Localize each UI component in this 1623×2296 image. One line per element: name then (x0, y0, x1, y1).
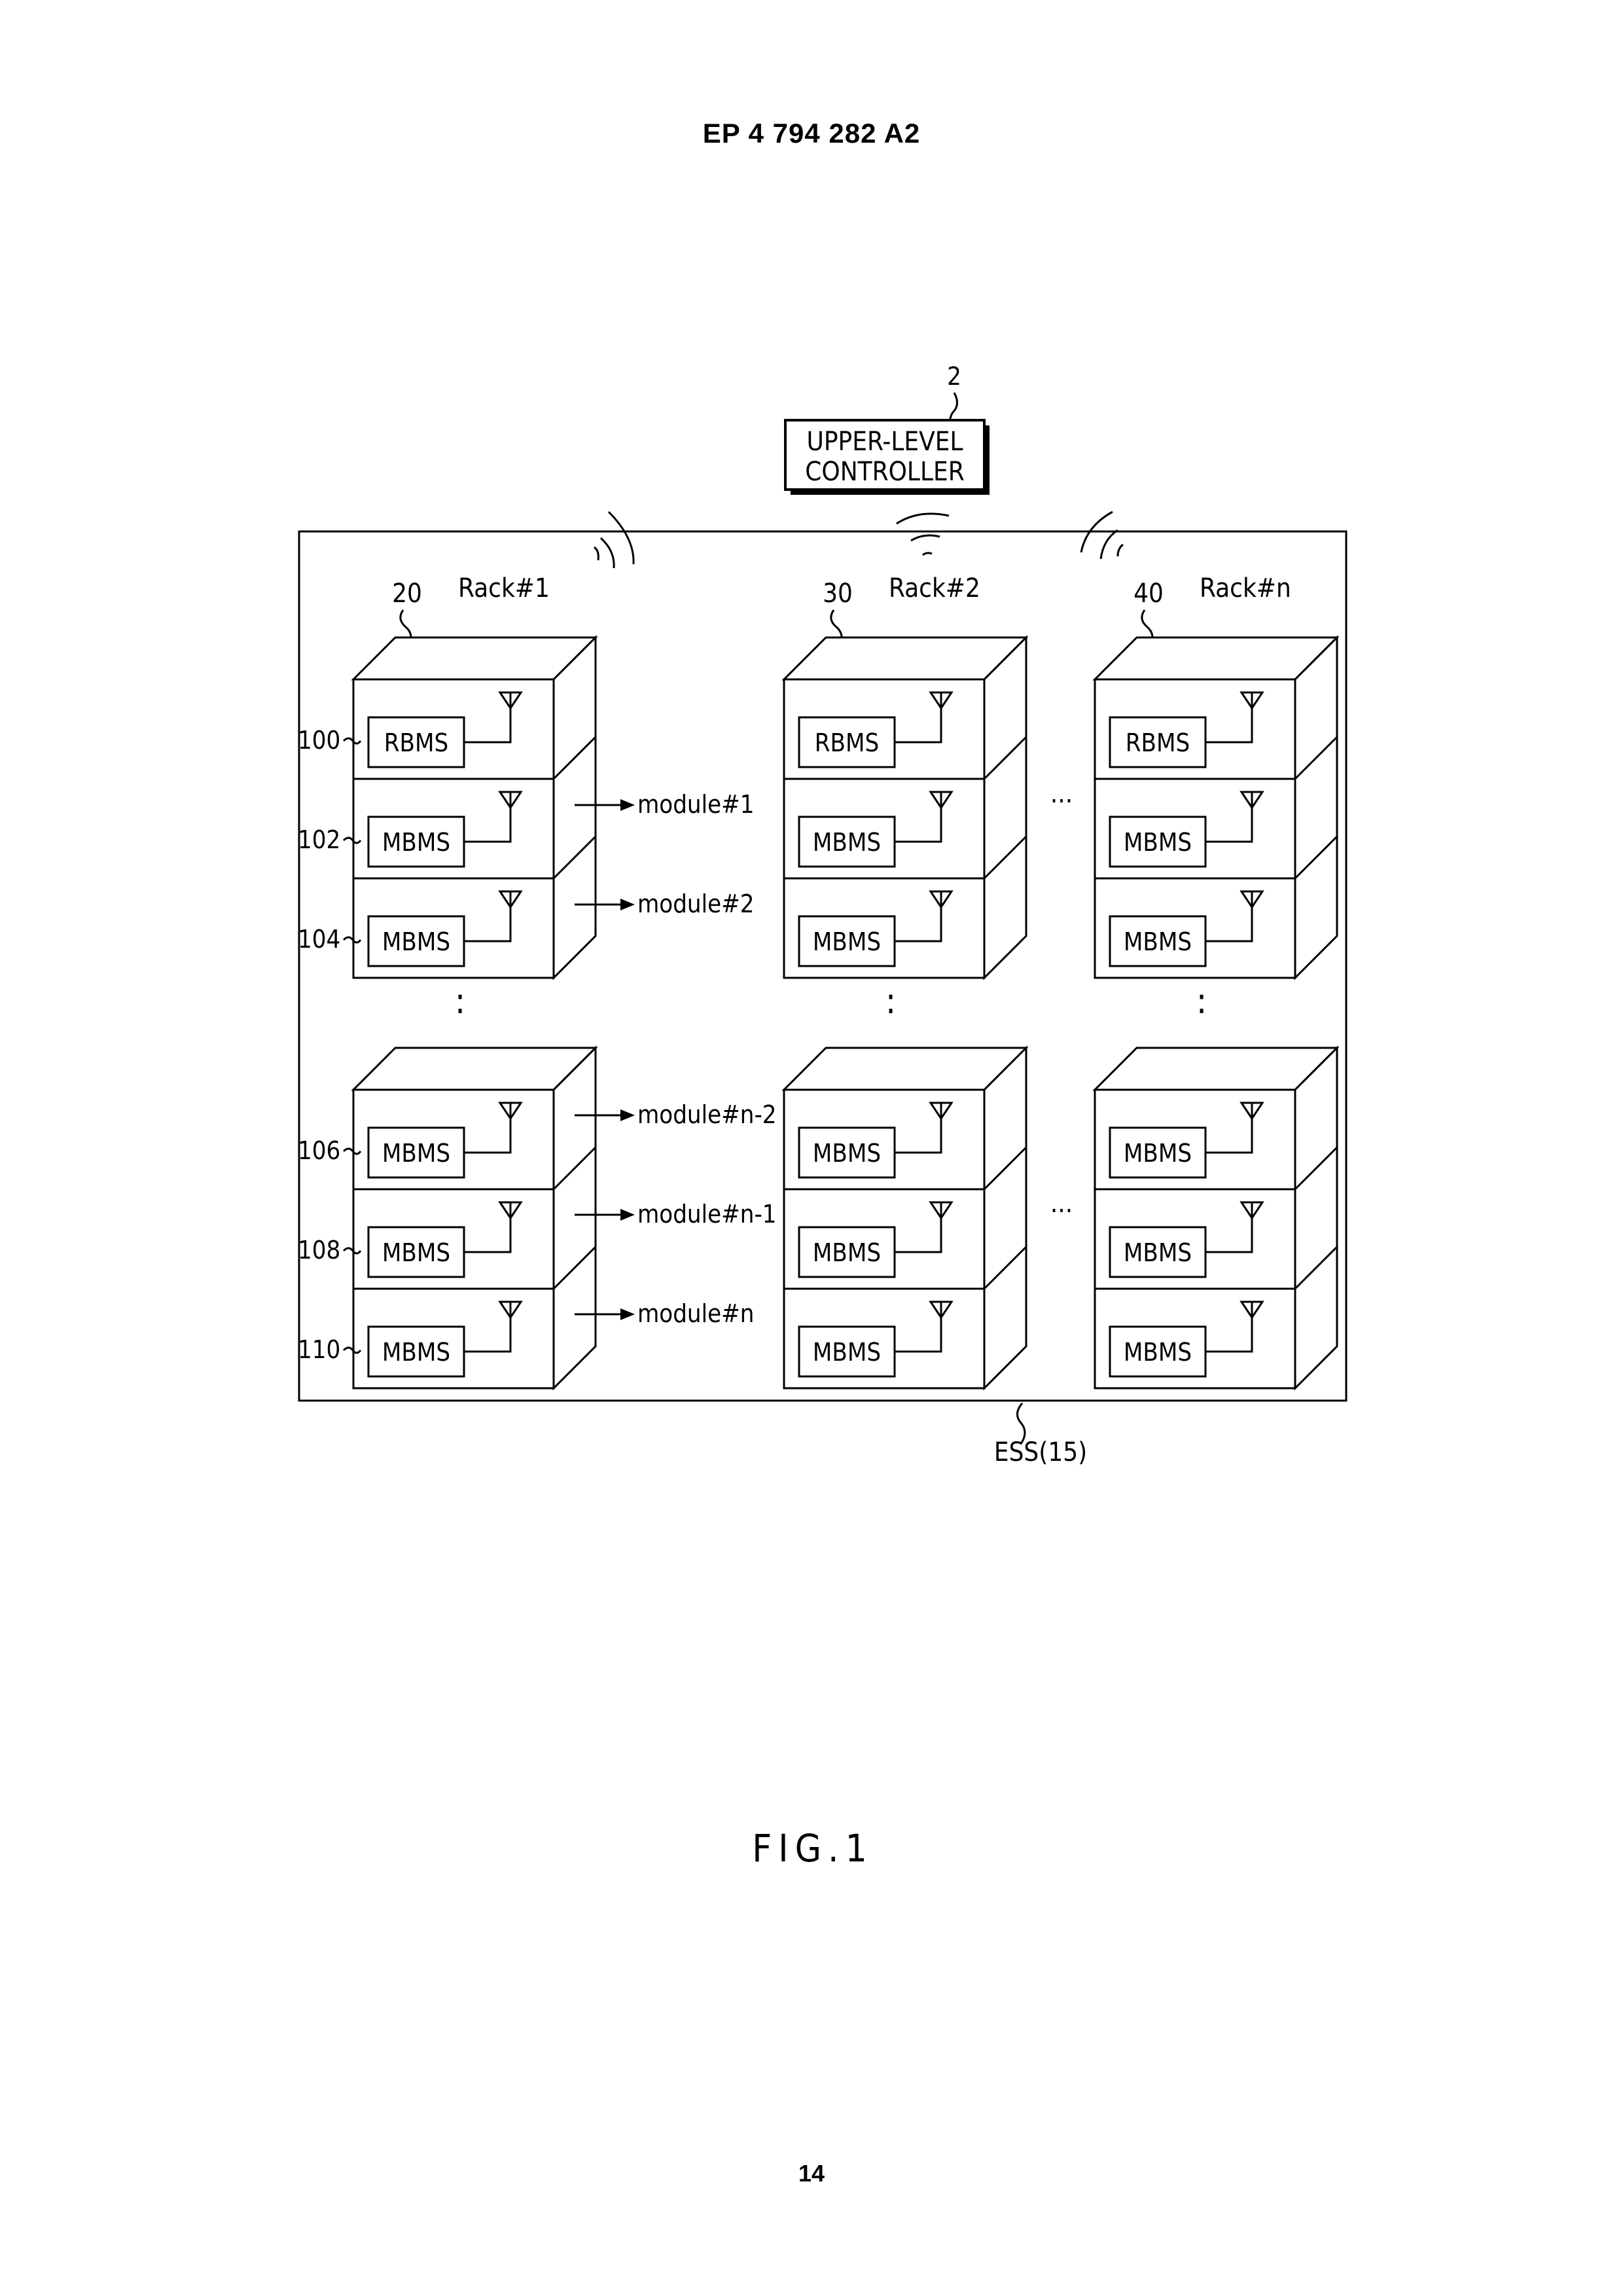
rack-ref: 20 (392, 579, 422, 609)
vertical-ellipsis: : (885, 980, 896, 1022)
module-label: module#n-2 (637, 1100, 777, 1129)
rack-name: Rack#2 (889, 573, 980, 603)
bms-label: MBMS (382, 1238, 450, 1267)
rack-stack-top: RBMS MBMS MBMS (784, 637, 1026, 978)
module-unit: MBMS (1095, 1090, 1295, 1189)
bms-label: RBMS (1126, 728, 1190, 757)
rack-2: 30 Rack#2RBMS MBMS MBMS MBMS MBMS MBMS: (784, 573, 1026, 1388)
module-unit: RBMS (353, 679, 554, 779)
rack-3: 40 Rack#nRBMS MBMS MBMS MBMS MBMS MBMS: (1095, 573, 1337, 1388)
rack-stack-top: RBMS MBMS MBMS (1095, 637, 1337, 978)
module-arrow-head (620, 1308, 635, 1320)
bms-label: MBMS (813, 1139, 881, 1168)
row-ref: 108 (298, 1236, 340, 1265)
bms-label: MBMS (813, 1338, 881, 1367)
module-unit: RBMS (1095, 679, 1295, 779)
module-unit: RBMS (784, 679, 984, 779)
vertical-ellipsis: : (1196, 980, 1207, 1022)
module-arrow-head (620, 799, 635, 811)
module-arrow-head (620, 899, 635, 910)
module-label: module#n (637, 1299, 754, 1328)
bms-label: MBMS (813, 1238, 881, 1267)
controller-ref: 2 (947, 362, 961, 391)
rack-name: Rack#n (1200, 573, 1291, 603)
racks-layer: 20 Rack#1RBMS MBMS MBMS MBMS MBMS MBMS: 30 Rack#… (298, 573, 1337, 1388)
bms-label: MBMS (382, 1139, 450, 1168)
bms-label: MBMS (1124, 1139, 1192, 1168)
rack-stack-bottom: MBMS MBMS MBMS (1095, 1048, 1337, 1388)
module-unit: MBMS (353, 1090, 554, 1189)
stack-side-face (554, 1048, 596, 1388)
controller-label-line2: CONTROLLER (805, 457, 964, 487)
page-number: 14 (0, 2160, 1623, 2187)
module-arrow-head (620, 1209, 635, 1221)
bms-label: MBMS (382, 1338, 450, 1367)
row-ref: 110 (298, 1335, 340, 1364)
module-unit: MBMS (784, 1090, 984, 1189)
bms-label: RBMS (815, 728, 879, 757)
stack-side-face (984, 637, 1026, 978)
rack-name: Rack#1 (458, 573, 550, 603)
upper-level-controller: 2 UPPER-LEVEL CONTROLLER (785, 362, 990, 495)
rack-stack-bottom: MBMS MBMS MBMS (353, 1048, 596, 1388)
stack-side-face (1295, 637, 1337, 978)
figure-caption: FIG.1 (752, 1826, 874, 1871)
stack-side-face (554, 637, 596, 978)
rack-ref: 30 (823, 579, 853, 609)
rack-stack-top: RBMS MBMS MBMS (353, 637, 596, 978)
module-label: module#n-1 (637, 1200, 777, 1229)
bms-label: RBMS (384, 728, 448, 757)
bms-label: MBMS (813, 927, 881, 956)
stack-side-face (984, 1048, 1026, 1388)
bms-label: MBMS (1124, 828, 1192, 857)
row-ref: 102 (298, 825, 340, 854)
bms-label: MBMS (382, 927, 450, 956)
bms-label: MBMS (382, 828, 450, 857)
bms-label: MBMS (813, 828, 881, 857)
stack-side-face (1295, 1048, 1337, 1388)
module-label: module#1 (637, 790, 755, 819)
bms-label: MBMS (1124, 927, 1192, 956)
horizontal-ellipsis: ... (1050, 1189, 1073, 1219)
row-ref: 104 (298, 925, 340, 954)
wireless-signal-icon (594, 512, 1123, 568)
controller-label-line1: UPPER-LEVEL (806, 427, 963, 457)
bms-label: MBMS (1124, 1338, 1192, 1367)
row-ref: 106 (298, 1136, 340, 1165)
rack-stack-bottom: MBMS MBMS MBMS (784, 1048, 1026, 1388)
vertical-ellipsis: : (455, 980, 465, 1022)
module-arrow-head (620, 1109, 635, 1121)
horizontal-ellipsis: ... (1050, 779, 1073, 809)
rack-ref: 40 (1133, 579, 1164, 609)
ess-label: ESS(15) (994, 1437, 1087, 1467)
rack-1: 20 Rack#1RBMS MBMS MBMS MBMS MBMS MBMS: (353, 573, 596, 1388)
bms-label: MBMS (1124, 1238, 1192, 1267)
module-label: module#2 (637, 889, 755, 918)
row-ref: 100 (298, 726, 340, 755)
